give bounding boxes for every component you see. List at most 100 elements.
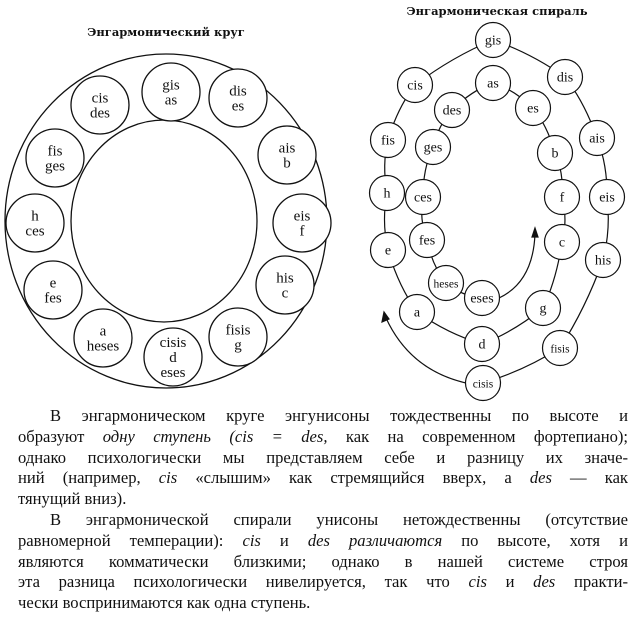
text-line: являются комматически близкими; однако в… [18,552,628,573]
spiral-node-gis: gis [474,21,512,59]
body-text: В энгармоническом круге энгунисоны тожде… [18,406,628,614]
node-circle [524,289,562,327]
node-label: ais [589,132,605,147]
spiral-node-g: g [524,289,562,327]
circle-title: Энгармонический круг [87,25,245,39]
node-circle [536,134,574,172]
node-label: ges [45,159,65,175]
spiral-title: Энгармоническая спираль [406,4,587,18]
diagrams: Энгармонический круг gisasdisesaisbeisfh… [4,4,626,402]
node-circle [543,178,581,216]
text-segment: эта разница психологически нивелируется,… [18,572,469,592]
node-label: dis [229,84,247,100]
node-circle [414,128,452,166]
node-label: dis [557,71,573,86]
enharmonic-spiral-diagram: Энгармоническая спираль gis cis dis as des es… [368,4,626,402]
spiral-node-cisis: cisis [464,364,502,402]
node-label: fisis [550,344,570,356]
spiral-node-a: a [398,293,436,331]
spiral-node-his: his [584,241,622,279]
node-circle [578,119,616,157]
text-segment: практи- [555,572,628,592]
node-label: f [300,224,305,240]
text-line: однако психологически мы представляем се… [18,448,628,469]
node-circle [514,89,552,127]
spiral-node-fisis: fisis [541,329,579,367]
node-circle [368,174,406,212]
node-label: ces [414,191,432,206]
text-segment: и [260,530,308,550]
spiral-node-b: b [536,134,574,172]
node-label: h [31,209,39,225]
italic-text: cis [158,468,178,488]
spiral-node-ais: ais [578,119,616,157]
text-line: В энгармонической спирали унисоны нетожд… [18,510,628,531]
node-circle [369,231,407,269]
node-label: cisis [160,335,187,351]
node-label: b [283,156,291,172]
text-segment: являются комматически близкими; однако в… [18,551,628,571]
node-label: heses [87,339,120,355]
node-circle [584,241,622,279]
node-label: des [90,106,110,122]
node-circle [546,58,584,96]
node-label: cis [407,79,423,94]
node-circle [23,260,83,320]
arrowhead-icon [381,310,390,324]
node-label: e [385,244,391,259]
node-circle [463,325,501,363]
text-line: тянущий вниз). [18,489,628,510]
text-segment: В энгармонической спирали унисоны нетожд… [50,509,628,529]
spiral-node-as: as [474,64,512,102]
node-label: fis [48,144,63,160]
node-circle [463,279,501,317]
italic-text: одну ступень (cis = des, [102,426,328,446]
node-circle [427,264,465,302]
node-label: his [595,254,611,269]
node-label: ces [25,224,44,240]
node-label: des [443,104,462,119]
text-segment: и [486,572,534,592]
spiral-node-cis: cis [396,66,434,104]
italic-text: cis [242,530,261,550]
node-label: c [282,286,289,302]
text-line: образуют одну ступень (cis = des, как на… [18,427,628,448]
node-label: f [560,191,565,206]
spiral-node-f: f [543,178,581,216]
node-label: c [559,236,565,251]
text-segment: В энгармоническом круге энгунисоны тожде… [50,406,628,425]
node-label: his [276,271,294,287]
spiral-arrow-outer [385,317,467,384]
text-segment: по высоте, хотя и [442,530,628,550]
node-label: gis [485,34,501,49]
spiral-node-dis: dis [546,58,584,96]
node-circle [369,121,407,159]
enharmonic-circle-diagram: Энгармонический круг gisasdisesaisbeisfh… [4,25,332,389]
node-label: gis [162,78,180,94]
spiral-node-ges: ges [414,128,452,166]
node-label: ges [424,141,443,156]
node-label: as [487,77,499,92]
text-segment: однако психологически мы представляем се… [18,447,628,467]
node-label: es [527,102,539,117]
node-circle [141,62,201,122]
node-label: cisis [473,379,494,391]
paragraph: В энгармоническом круге энгунисоны тожде… [18,406,628,510]
node-label: g [540,302,547,317]
node-circle [408,221,446,259]
node-label: eses [470,292,493,307]
node-circle [404,178,442,216]
node-circle [474,21,512,59]
node-circle [433,91,471,129]
spiral-node-fes: fes [408,221,446,259]
node-circle [208,307,268,367]
node-label: ais [279,141,296,157]
